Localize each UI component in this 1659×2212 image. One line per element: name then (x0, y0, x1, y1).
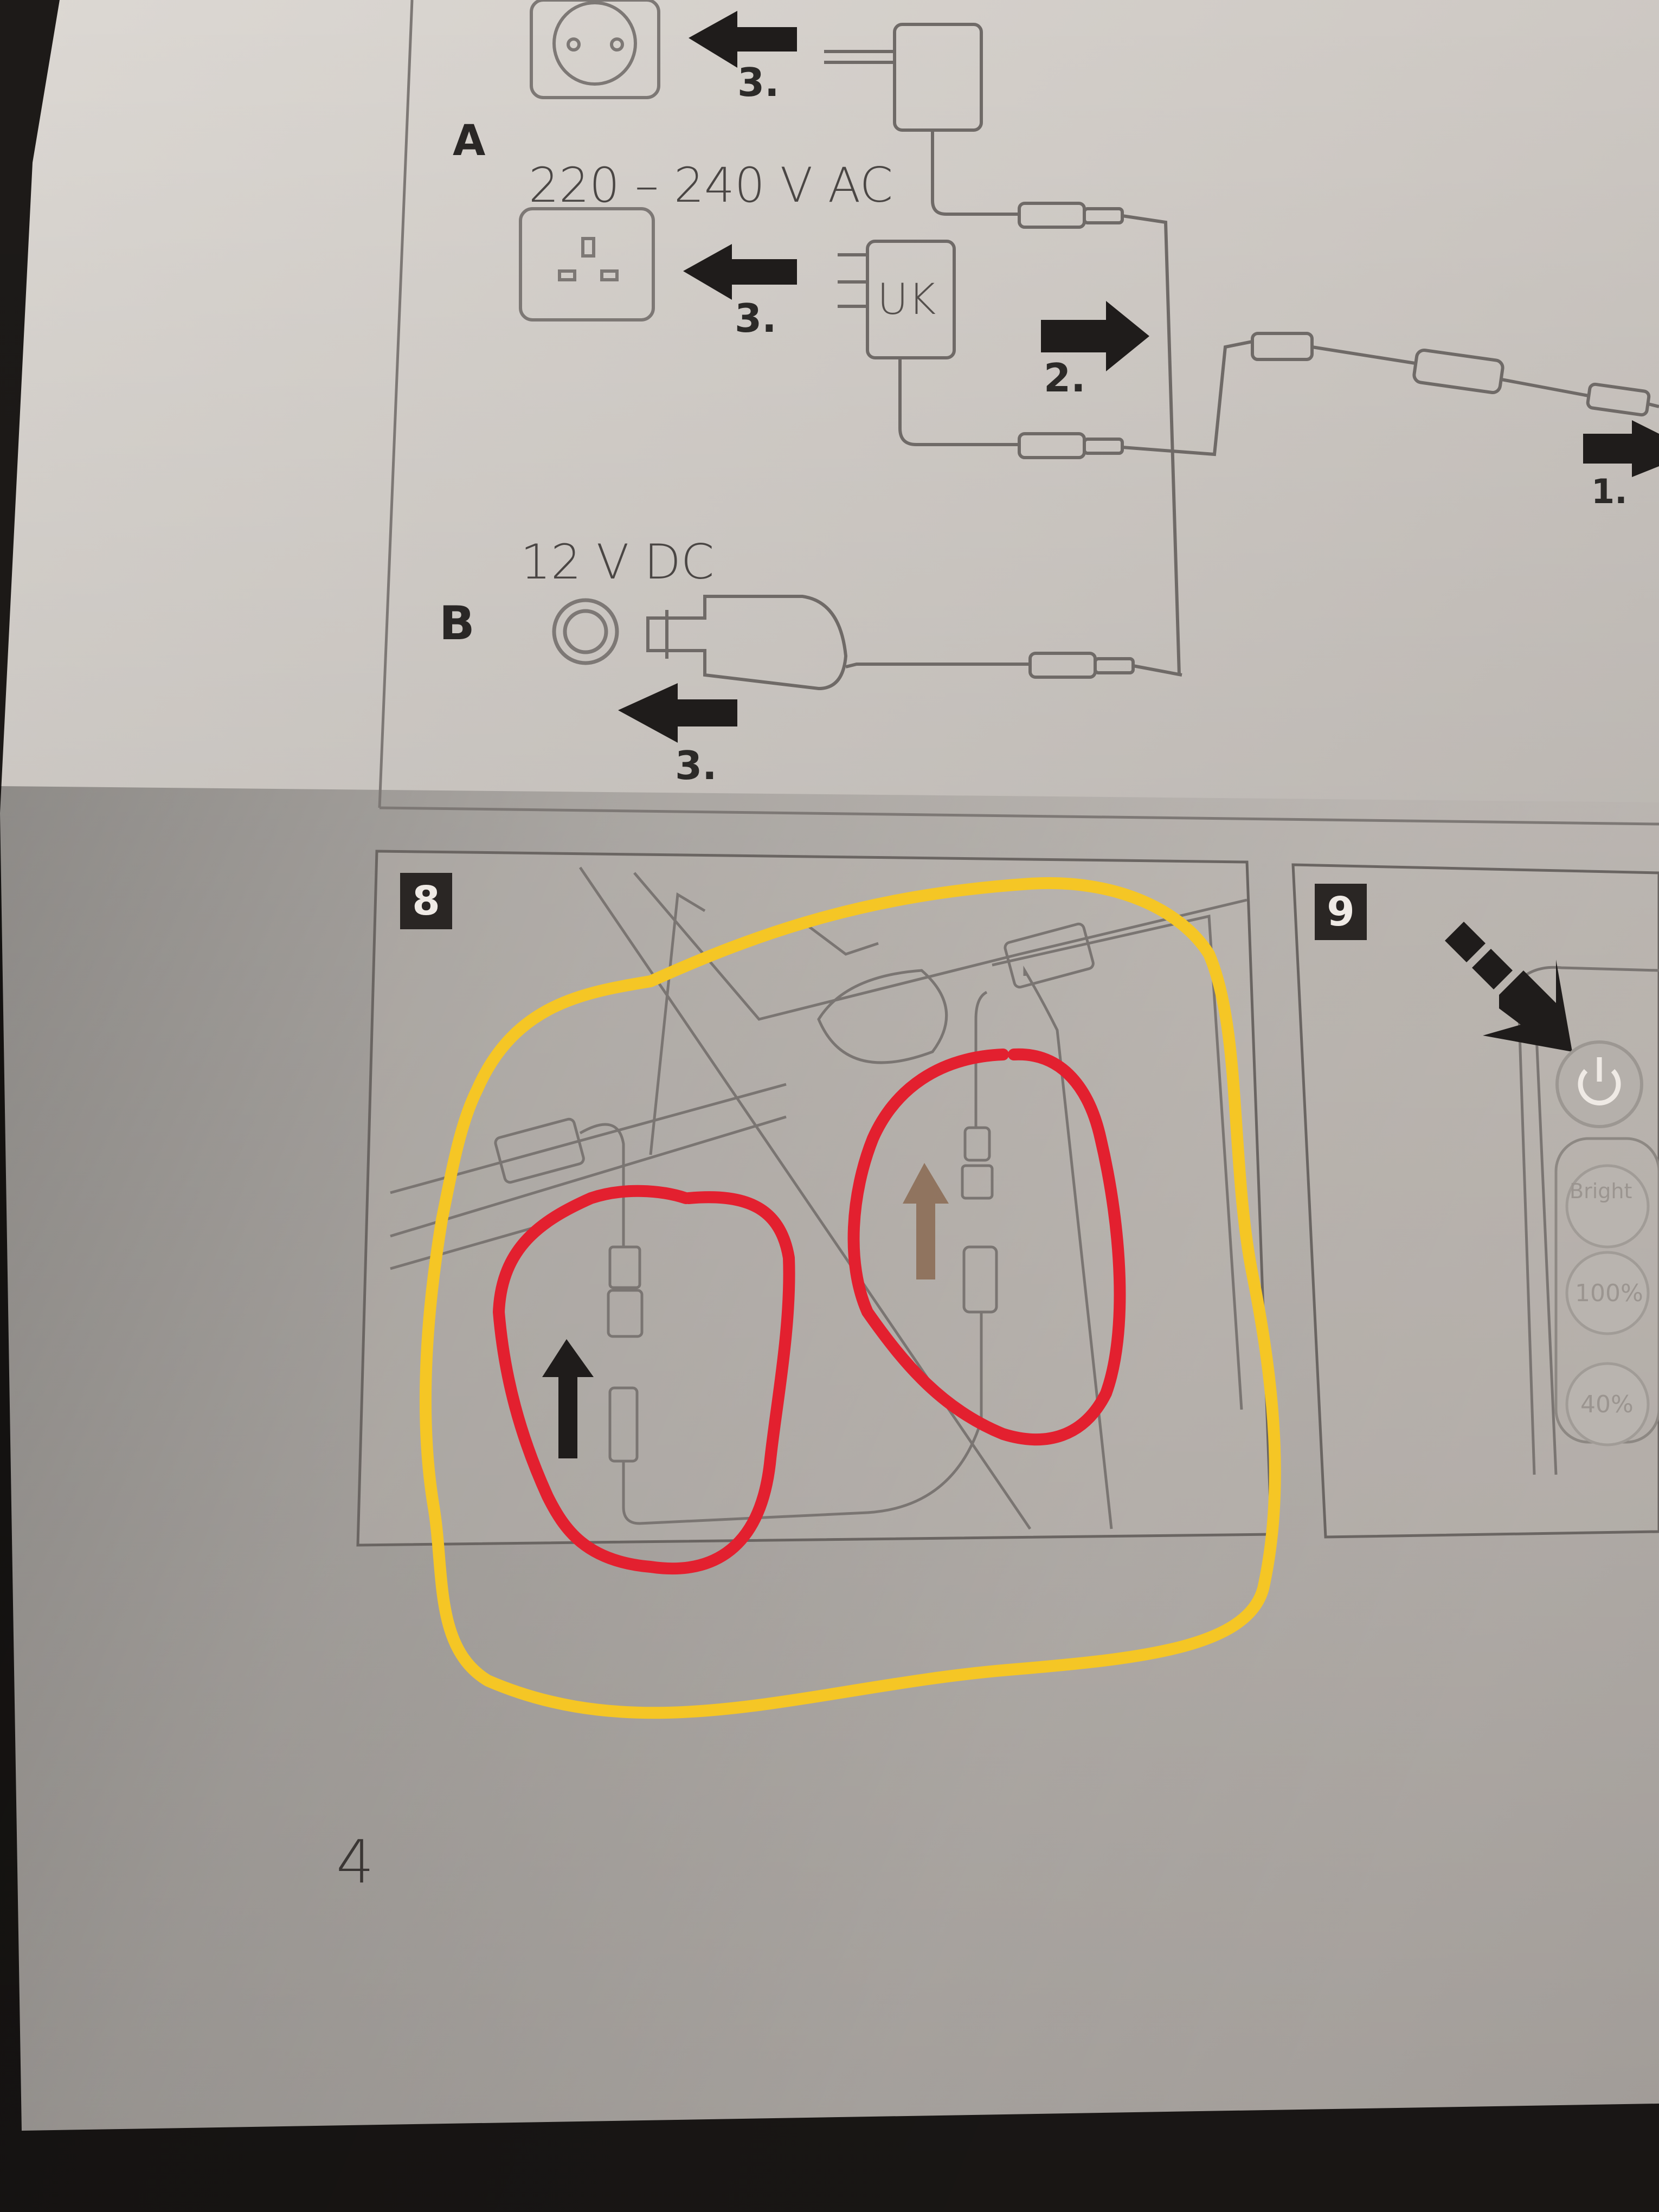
step-2-label: 2. (1044, 355, 1086, 401)
step-eu-label: 3. (737, 60, 780, 105)
red-annotation-circle-right (847, 1048, 1126, 1446)
percent-40-button-icon (1565, 1362, 1650, 1446)
ac-voltage-label: 220 – 240 V AC (529, 157, 893, 213)
arrow-left-icon (618, 683, 737, 743)
eu-socket-icon (530, 0, 660, 99)
arrow-left-icon (689, 11, 797, 68)
panel-9-badge: 9 (1315, 884, 1367, 940)
arrow-up-icon (903, 1163, 949, 1279)
uk-socket-icon (519, 207, 655, 321)
extension-cable (1251, 332, 1659, 417)
step-b-label: 3. (675, 743, 717, 788)
bright-button-label: Bright (1570, 1179, 1632, 1203)
power-button-icon (1555, 1040, 1643, 1128)
step-1-label: 1. (1591, 472, 1628, 511)
car-plug-icon (646, 595, 1182, 691)
section-b-marker: B (439, 596, 475, 651)
arrow-right-icon (1583, 420, 1659, 477)
arrow-left-icon (683, 244, 797, 300)
arrow-up-icon (542, 1339, 594, 1458)
section-a-marker: A (453, 117, 486, 165)
hand-shadow (0, 786, 1659, 2212)
dc-voltage-label: 12 V DC (520, 534, 715, 590)
connection-diagram-frame (378, 0, 1659, 826)
button-100-label: 100% (1575, 1279, 1643, 1307)
step-uk-label: 3. (735, 295, 777, 341)
bright-button-icon (1565, 1164, 1650, 1249)
button-40-label: 40% (1580, 1391, 1634, 1418)
percent-100-button-icon (1565, 1251, 1650, 1335)
uk-adapter-icon (838, 240, 1253, 459)
yellow-annotation-circle (419, 877, 1281, 1719)
arrow-right-icon (1041, 301, 1149, 371)
dashed-arrow-icon (1445, 922, 1572, 1052)
panel-8-frame (356, 850, 1273, 1547)
page-number: 4 (336, 1827, 374, 1896)
eu-adapter-icon (824, 23, 1181, 676)
red-annotation-circle-left (493, 1185, 795, 1575)
uk-plug-label: UK (877, 275, 936, 324)
car-socket-icon (552, 598, 619, 665)
panel-8-badge: 8 (400, 873, 452, 929)
